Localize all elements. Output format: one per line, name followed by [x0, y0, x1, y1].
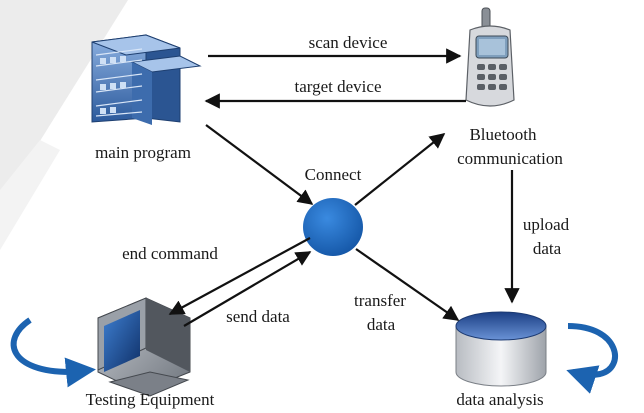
- node-label-communication: communication: [457, 149, 563, 168]
- node-label-bluetooth: Bluetooth: [469, 125, 537, 144]
- watermark-band-2: [0, 140, 60, 250]
- edge-label-upload-data: data: [533, 239, 562, 258]
- node-label-testing-equipment: Testing Equipment: [86, 390, 215, 409]
- arrow-main-to-hub: [205, 124, 314, 205]
- monitor-icon: [97, 297, 191, 397]
- edge-label-transfer-data: data: [367, 315, 396, 334]
- edge-label-send-data: send data: [226, 307, 290, 326]
- database-icon: [455, 311, 547, 387]
- node-label-connect: Connect: [305, 165, 362, 184]
- node-label-data-analysis: data analysis: [456, 390, 543, 409]
- edge-label-transfer: transfer: [354, 291, 406, 310]
- server-rack-icon: [91, 34, 202, 125]
- connect-hub: [303, 198, 363, 256]
- edge-label-end-command: end command: [122, 244, 218, 263]
- arrow-hub-to-bluetooth: [354, 133, 446, 206]
- testing-cycle-arrow: [10, 317, 96, 388]
- node-label-main-program: main program: [95, 143, 191, 162]
- edge-label-upload: upload: [523, 215, 570, 234]
- edge-label-scan-device: scan device: [309, 33, 388, 52]
- arrow-send-data: [183, 251, 312, 327]
- arrow-end-command: [168, 237, 311, 315]
- edge-label-target-device: target device: [294, 77, 381, 96]
- arrow-transfer-data: [355, 248, 460, 321]
- mobile-phone-icon: [465, 7, 515, 107]
- analysis-cycle-arrow: [566, 323, 618, 394]
